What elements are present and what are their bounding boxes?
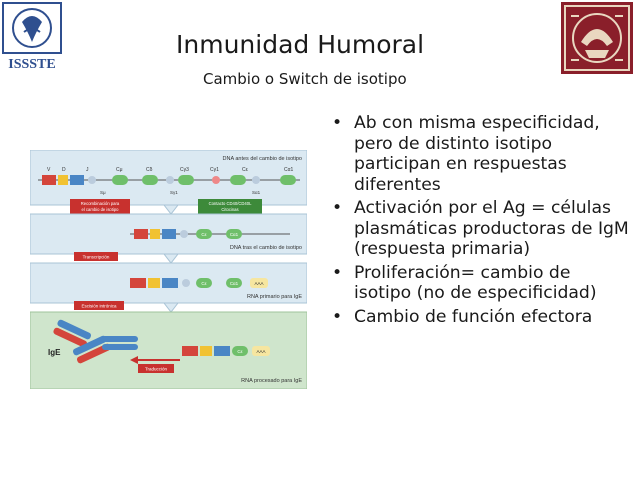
panel3-title: RNA primario para IgE: [247, 294, 302, 300]
panel3-gene-ce: Cε: [201, 281, 206, 286]
bullet-item: Activación por el Ag = células plasmátic…: [332, 198, 632, 260]
bullet-item: Proliferación= cambio de isotipo (no de …: [332, 263, 632, 304]
contact-label: Contacto CD40/CD40L: [209, 201, 252, 206]
panel4-title: RNA procesado para IgE: [241, 378, 302, 384]
gene-label-j: J: [86, 167, 89, 173]
isotype-switch-diagram: DNA antes del cambio de isotipo V D J Cμ…: [29, 149, 308, 390]
gene-label-d: D: [62, 167, 66, 173]
panel2-gene-ca1: Cα1: [230, 232, 239, 237]
panel4-gene-ce: Cε: [237, 349, 242, 354]
gene-label-ca1: Cα1: [284, 167, 294, 173]
bullet-list: Ab con misma especificidad, pero de dist…: [332, 113, 632, 330]
gene-label-v: V: [47, 167, 51, 173]
switch-label-smu: Sμ: [100, 190, 106, 195]
translation-label: Traducción: [145, 367, 168, 372]
slide-subtitle: Cambio o Switch de isotipo: [203, 70, 407, 88]
gene-label-cg3: Cγ3: [180, 167, 189, 173]
gene-label-cg1: Cγ1: [210, 167, 219, 173]
panel2-title: DNA tras el cambio de isotipo: [230, 245, 302, 251]
gene-label-cmu: Cμ: [116, 167, 123, 173]
gene-label-cdelta: Cδ: [146, 167, 153, 173]
bullet-item: Cambio de función efectora: [332, 307, 632, 328]
slide-title: Inmunidad Humoral: [176, 30, 425, 59]
issste-logo-text: ISSSTE: [8, 57, 55, 72]
panel3-poly-a: AAA: [254, 281, 263, 286]
panel1-title: DNA antes del cambio de isotipo: [223, 156, 303, 162]
university-seal: [561, 2, 633, 74]
panel4-poly-a: AAA: [256, 349, 265, 354]
gene-label-ce: Cε: [242, 167, 249, 173]
switch-label-sg1: Sγ1: [170, 190, 178, 195]
panel2-gene-ce: Cε: [201, 232, 206, 237]
svg-text:el cambio de isotipo: el cambio de isotipo: [81, 207, 119, 212]
ige-label: IgE: [48, 348, 61, 357]
panel3-gene-ca1: Cα1: [230, 281, 239, 286]
issste-logo: ISSSTE: [2, 2, 62, 72]
transcription-label: Transcripción: [83, 255, 110, 260]
svg-text:Citocinas: Citocinas: [221, 207, 238, 212]
recombination-label: Recombinación para: [81, 201, 120, 206]
bullet-item: Ab con misma especificidad, pero de dist…: [332, 113, 632, 195]
splicing-label: Escisión intrónica: [81, 304, 117, 309]
switch-label-sa1: Sα1: [252, 190, 261, 195]
ige-antibody-icon: [53, 319, 138, 364]
